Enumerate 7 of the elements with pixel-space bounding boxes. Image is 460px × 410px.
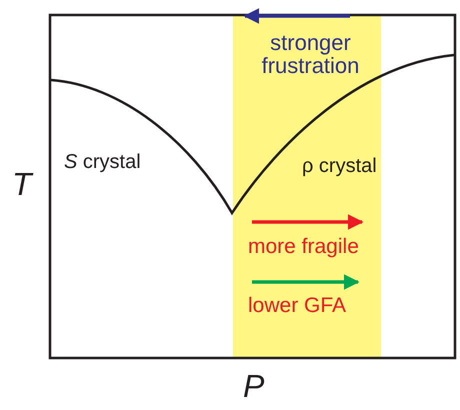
region-label: ρ crystal — [302, 156, 377, 177]
annotation-text: stronger frustration — [260, 31, 360, 78]
axis-label: P — [243, 370, 264, 404]
annotation-text: more fragile — [248, 236, 359, 258]
annotation-text: lower GFA — [248, 295, 346, 318]
axis-label: T — [12, 168, 32, 202]
region-label: S crystal — [64, 152, 141, 173]
